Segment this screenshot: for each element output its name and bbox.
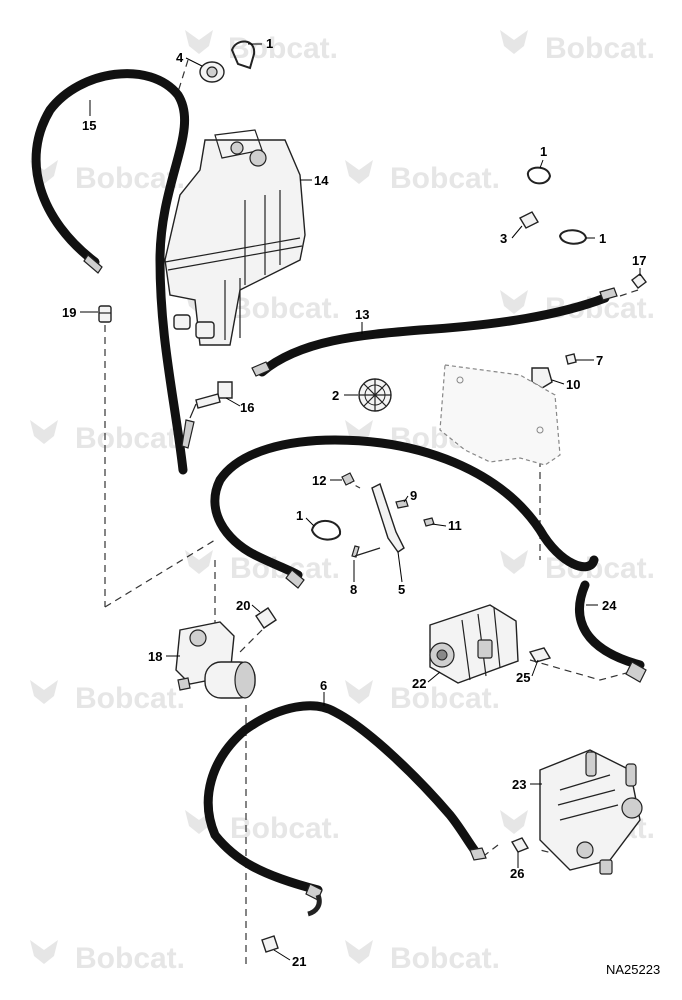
clamp-1-mid (310, 519, 342, 541)
clamp-4 (199, 61, 225, 83)
watermark-logo: Bobcat. (185, 30, 338, 65)
fitting-26 (510, 837, 530, 853)
callout-12: 12 (312, 473, 326, 488)
callout-7: 7 (596, 353, 603, 368)
callout-4: 4 (176, 50, 184, 65)
mounting-panel (439, 364, 561, 466)
watermark-text: Bobcat. (230, 812, 340, 845)
fitting-20 (255, 607, 277, 629)
callout-11: 11 (448, 518, 462, 533)
callout-1-clamp: 1 (540, 144, 547, 159)
watermark-logo: Bobcat. (185, 810, 340, 845)
callout-23: 23 (512, 777, 526, 792)
callout-3: 3 (500, 231, 507, 246)
filter-assembly-18 (175, 621, 256, 699)
callout-10: 10 (566, 377, 580, 392)
callout-19: 19 (62, 305, 76, 320)
watermark-text: Bobcat. (545, 32, 655, 65)
fitting-25 (528, 647, 552, 663)
fitting-17 (631, 273, 647, 289)
callout-26: 26 (510, 866, 524, 881)
callout-1-mid: 1 (296, 508, 303, 523)
bracket-10 (531, 353, 577, 389)
callout-18: 18 (148, 649, 162, 664)
watermark-text: Bobcat. (228, 32, 338, 65)
clamp-group-right (519, 166, 588, 245)
watermark-text: Bobcat. (390, 682, 500, 715)
watermark-logo: Bobcat. (345, 680, 500, 715)
dashed-routing-lines (104, 59, 639, 965)
callout-8: 8 (350, 582, 357, 597)
watermark-logo: Bobcat. (30, 940, 185, 975)
fitting-21 (261, 935, 279, 953)
callout-20: 20 (236, 598, 250, 613)
watermark-logo: Bobcat. (185, 550, 340, 585)
tee-fitting-16 (181, 381, 233, 449)
pump-22 (429, 604, 519, 684)
watermark-logo: Bobcat. (30, 420, 185, 455)
watermark-logo: Bobcat. (345, 160, 500, 195)
watermark-text: Bobcat. (390, 942, 500, 975)
callout-21: 21 (292, 954, 306, 969)
callout-14: 14 (314, 173, 329, 188)
watermark-logo: Bobcat. (30, 160, 185, 195)
callout-6: 6 (320, 678, 327, 693)
watermark-logo: Bobcat. (30, 680, 185, 715)
callout-13: 13 (355, 307, 369, 322)
callout-2: 2 (332, 388, 339, 403)
callout-5: 5 (398, 582, 405, 597)
watermark-text: Bobcat. (230, 292, 340, 325)
callout-1-right: 1 (599, 231, 606, 246)
callout-24: 24 (602, 598, 617, 613)
callout-9: 9 (410, 488, 417, 503)
hose-15 (31, 69, 190, 475)
watermark-text: Bobcat. (390, 162, 500, 195)
callout-labels: 1 4 15 14 1 3 1 17 19 13 7 10 2 16 12 9 … (62, 36, 646, 969)
control-valve-23 (539, 749, 643, 875)
watermark-logo: Bobcat. (345, 940, 500, 975)
callout-17: 17 (632, 253, 646, 268)
gasket-2 (358, 378, 392, 412)
hydraulic-reservoir (164, 129, 306, 346)
watermark-text: Bobcat. (75, 942, 185, 975)
fitting-19 (98, 305, 112, 323)
callout-1-top: 1 (266, 36, 273, 51)
leader-lines (80, 43, 641, 961)
callout-22: 22 (412, 676, 426, 691)
callout-25: 25 (516, 670, 530, 685)
figure-reference-id: NA25223 (606, 962, 660, 977)
callout-15: 15 (82, 118, 96, 133)
watermark-text: Bobcat. (75, 422, 185, 455)
watermark-text: Bobcat. (75, 682, 185, 715)
hose-6 (203, 701, 487, 917)
watermark-logo: Bobcat. (500, 30, 655, 65)
hose-13 (251, 287, 618, 377)
hose-24 (210, 435, 647, 683)
bracket-5 (341, 472, 435, 558)
callout-16: 16 (240, 400, 254, 415)
